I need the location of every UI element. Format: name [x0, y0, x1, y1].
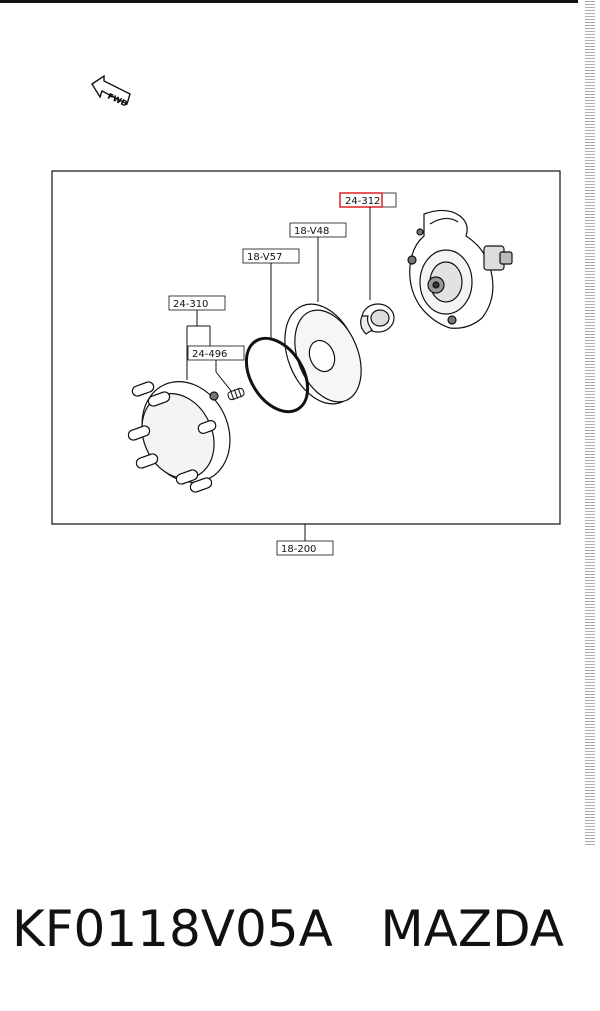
- diagram-frame: [51, 170, 561, 525]
- callout-18-200: 18-200: [276, 540, 334, 556]
- label-18-v57: 18-V57: [247, 252, 282, 263]
- highlight-box: [339, 192, 383, 208]
- rotor-part: [360, 303, 395, 335]
- callout-24-312: 24-312: [339, 192, 397, 208]
- footer-caption: KF0118V05A MAZDA: [12, 900, 592, 958]
- label-24-312: 24-312: [345, 196, 380, 207]
- brand-name: MAZDA: [380, 900, 564, 958]
- cover-plate: [284, 303, 362, 405]
- callout-24-310: 24-310: [168, 295, 226, 311]
- o-ring: [244, 336, 310, 414]
- distributor-cap: [127, 381, 231, 493]
- label-18-v48: 18-V48: [294, 226, 329, 237]
- label-24-310: 24-310: [173, 299, 208, 310]
- part-number: KF0118V05A: [12, 900, 333, 958]
- top-border: [0, 0, 578, 3]
- callout-18-v57: 18-V57: [242, 248, 300, 264]
- exploded-parts-diagram: FWD 24-312 18-V48 18-V57 24-310 24-496 1…: [51, 74, 561, 556]
- callout-24-496: 24-496: [187, 345, 245, 361]
- leader-lines: [186, 207, 371, 541]
- carbon-brush: [227, 387, 245, 401]
- label-18-200: 18-200: [281, 544, 316, 555]
- fwd-arrow-icon: FWD: [91, 74, 131, 109]
- label-24-496: 24-496: [192, 349, 227, 360]
- page-edge-rule: [585, 0, 595, 845]
- distributor-housing: [407, 209, 513, 329]
- callout-18-v48: 18-V48: [289, 222, 347, 238]
